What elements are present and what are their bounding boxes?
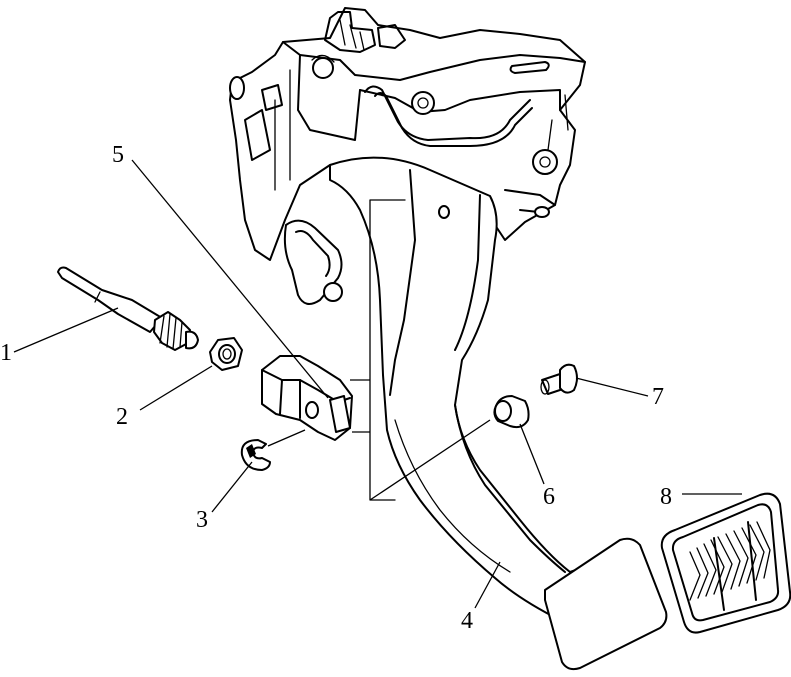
label-6: 6 — [543, 484, 555, 510]
leader-lines — [13, 159, 742, 609]
rubber-pedal-pad — [660, 492, 791, 634]
pivot-bolt — [540, 363, 578, 395]
bushing — [493, 395, 530, 429]
pedal-pad — [544, 537, 668, 671]
label-2: 2 — [116, 404, 128, 430]
label-4: 4 — [461, 608, 473, 634]
pedal-bracket — [229, 7, 586, 305]
hex-nut — [209, 337, 243, 371]
label-8: 8 — [660, 484, 672, 510]
label-3: 3 — [196, 507, 208, 533]
clevis-yoke — [261, 355, 353, 441]
label-1: 1 — [0, 340, 12, 366]
push-rod — [57, 266, 199, 351]
label-7: 7 — [652, 384, 664, 410]
label-5: 5 — [112, 142, 124, 168]
retaining-clip — [240, 439, 271, 471]
